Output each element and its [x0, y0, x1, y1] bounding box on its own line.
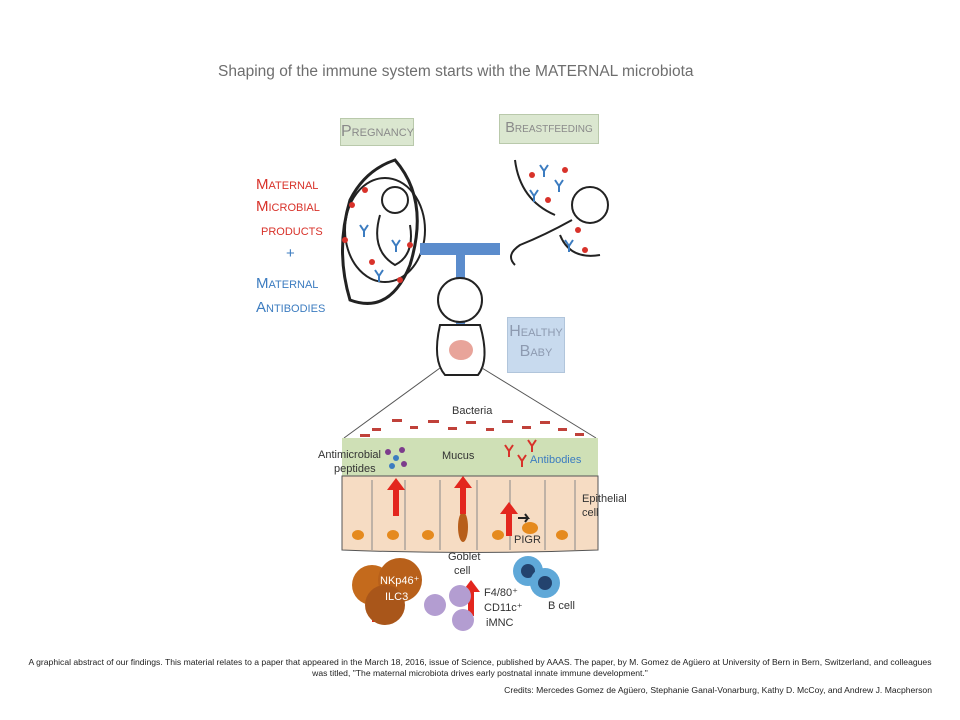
pregnancy-illustration: [341, 158, 426, 305]
bcell-label: B cell: [548, 600, 575, 612]
goblet-cell-label: cell: [454, 565, 471, 577]
baby-label: Baby: [519, 343, 553, 360]
imnc-cells: [424, 585, 474, 631]
caption: A graphical abstract of our findings. Th…: [26, 657, 934, 679]
epithelial-label: Epithelial: [582, 493, 627, 505]
mucus-layer: [342, 438, 598, 476]
goblet-label: Goblet: [448, 551, 481, 563]
healthy-label: Healthy: [509, 323, 563, 340]
bacteria-label: Bacteria: [452, 405, 493, 417]
products-label: products: [261, 222, 323, 239]
peptides-label: peptides: [334, 463, 376, 475]
maternal-label-1: Maternal: [256, 176, 319, 193]
ilc3-label: ILC3: [385, 591, 409, 603]
cd11c-label: CD11c⁺: [484, 602, 523, 614]
imnc-label: iMNC: [486, 617, 514, 629]
breastfeeding-box: Breastfeeding: [499, 114, 599, 144]
pregnancy-box: Pregnancy: [340, 118, 414, 146]
antibodies-gut-label: Antibodies: [530, 454, 582, 466]
epithelium: [341, 475, 599, 553]
b-cells: [513, 556, 560, 598]
epithelial-cell-label: cell: [582, 507, 599, 519]
ilc3-cells: [352, 558, 422, 625]
f480-label: F4/80⁺: [484, 587, 518, 599]
slide-title: Shaping of the immune system starts with…: [218, 63, 694, 80]
breastfeeding-illustration: [510, 159, 609, 266]
caption-line-1: A graphical abstract of our findings. Th…: [28, 657, 932, 667]
microbial-label: Microbial: [256, 198, 320, 215]
healthy-baby-box: Healthy Baby: [507, 317, 565, 373]
healthy-baby-figure: [435, 277, 486, 376]
mucus-label: Mucus: [442, 450, 475, 462]
pigr-label: PIGR: [514, 534, 541, 546]
bacteria-layer: [360, 419, 584, 437]
nkp46-label: NKp46⁺: [380, 575, 420, 587]
maternal-label-2: Maternal: [256, 275, 319, 292]
plus-sign: +: [286, 245, 295, 262]
antibodies-label: Antibodies: [256, 299, 326, 316]
caption-line-2: was titled, "The maternal microbiota dri…: [312, 668, 648, 678]
antimicrobial-peptides: [385, 447, 407, 469]
credits: Credits: Mercedes Gomez de Agüero, Steph…: [504, 685, 932, 695]
antimicrobial-label: Antimicrobial: [318, 449, 381, 461]
antibodies-cluster: [504, 439, 537, 467]
